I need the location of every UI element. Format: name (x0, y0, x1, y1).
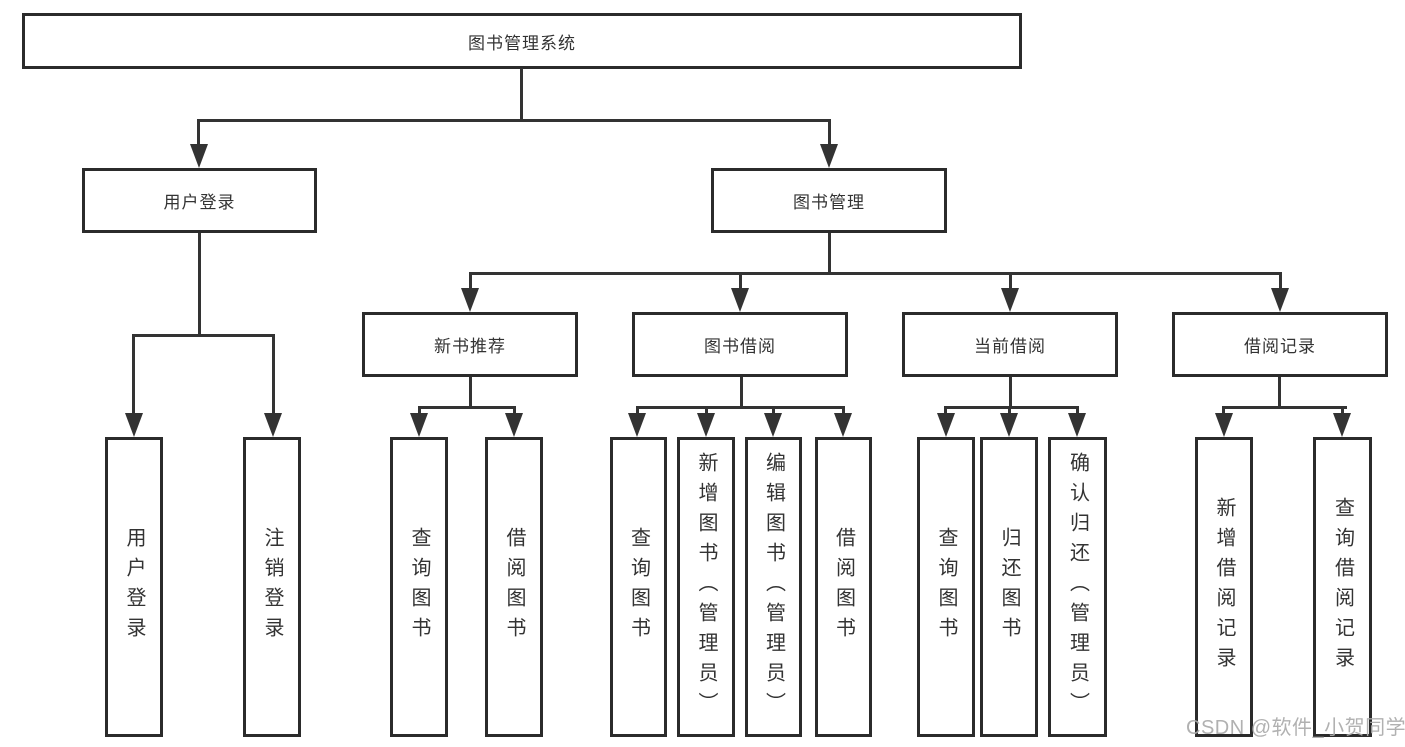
leaf-query-borrow-record: 查询借阅记录 (1313, 437, 1372, 737)
node-current-borrowing: 当前借阅 (902, 312, 1118, 377)
connector-line (513, 406, 516, 418)
connector-line (828, 119, 831, 147)
connector-line (132, 334, 275, 337)
arrow-down-icon (461, 288, 479, 312)
arrow-down-icon (264, 413, 282, 437)
node-borrowing-records: 借阅记录 (1172, 312, 1388, 377)
node-current-borrowing-label: 当前借阅 (974, 337, 1046, 356)
node-user-login: 用户登录 (82, 168, 317, 233)
leaf-add-books-admin: 新增图书（管理员） (677, 437, 735, 737)
connector-line (1009, 272, 1012, 292)
arrow-down-icon (834, 413, 852, 437)
connector-line (944, 406, 947, 418)
leaf-borrow-books-2: 借阅图书 (815, 437, 872, 737)
leaf-query-books-3-label: 查询图书 (935, 527, 957, 647)
csdn-watermark: CSDN @软件_小贺同学 (1186, 717, 1405, 739)
leaf-borrow-books-1: 借阅图书 (485, 437, 543, 737)
connector-line (469, 272, 472, 292)
arrow-down-icon (937, 413, 955, 437)
connector-line (636, 406, 639, 418)
connector-line (636, 406, 845, 409)
connector-line (418, 406, 421, 418)
arrow-down-icon (731, 288, 749, 312)
connector-line (198, 233, 201, 337)
connector-line (1076, 406, 1079, 418)
arrow-down-icon (697, 413, 715, 437)
leaf-user-login: 用户登录 (105, 437, 163, 737)
connector-line (842, 406, 845, 418)
connector-line (705, 406, 708, 418)
connector-line (469, 377, 472, 409)
leaf-borrow-books-1-label: 借阅图书 (503, 527, 525, 647)
connector-line (1279, 272, 1282, 292)
arrow-down-icon (1333, 413, 1351, 437)
node-new-book-recommend: 新书推荐 (362, 312, 578, 377)
connector-line (1222, 406, 1225, 418)
arrow-down-icon (1068, 413, 1086, 437)
leaf-confirm-return-admin-label: 确认归还（管理员） (1066, 452, 1089, 722)
connector-line (197, 119, 200, 147)
node-user-login-label: 用户登录 (163, 193, 236, 212)
arrow-down-icon (1000, 413, 1018, 437)
connector-line (1009, 377, 1012, 409)
arrow-down-icon (1271, 288, 1289, 312)
leaf-return-books: 归还图书 (980, 437, 1038, 737)
arrow-down-icon (820, 144, 838, 168)
node-root: 图书管理系统 (22, 13, 1022, 69)
arrow-down-icon (764, 413, 782, 437)
connector-line (772, 406, 775, 418)
arrow-down-icon (505, 413, 523, 437)
arrow-down-icon (1215, 413, 1233, 437)
leaf-query-books-2: 查询图书 (610, 437, 667, 737)
node-book-borrowing: 图书借阅 (632, 312, 848, 377)
connector-line (418, 406, 516, 409)
leaf-return-books-label: 归还图书 (998, 527, 1020, 647)
node-book-borrowing-label: 图书借阅 (704, 337, 776, 356)
leaf-add-borrow-record: 新增借阅记录 (1195, 437, 1253, 737)
arrow-down-icon (1001, 288, 1019, 312)
node-book-management: 图书管理 (711, 168, 947, 233)
leaf-user-login-label: 用户登录 (123, 527, 145, 647)
node-borrowing-records-label: 借阅记录 (1244, 337, 1316, 356)
leaf-logout: 注销登录 (243, 437, 301, 737)
connector-line (132, 334, 135, 416)
leaf-query-books-1-label: 查询图书 (408, 527, 430, 647)
leaf-confirm-return-admin: 确认归还（管理员） (1048, 437, 1107, 737)
connector-line (944, 406, 1079, 409)
leaf-add-books-admin-label: 新增图书（管理员） (695, 452, 717, 722)
leaf-add-borrow-record-label: 新增借阅记录 (1213, 497, 1235, 677)
connector-line (1008, 406, 1011, 418)
leaf-query-books-2-label: 查询图书 (627, 527, 650, 647)
connector-line (520, 68, 523, 121)
node-root-label: 图书管理系统 (468, 33, 576, 53)
arrow-down-icon (410, 413, 428, 437)
connector-line (740, 377, 743, 409)
connector-line (1222, 406, 1347, 409)
connector-line (469, 272, 1282, 275)
leaf-edit-books-admin: 编辑图书（管理员） (745, 437, 802, 737)
leaf-query-books-3: 查询图书 (917, 437, 975, 737)
connector-line (739, 272, 742, 292)
leaf-query-books-1: 查询图书 (390, 437, 448, 737)
leaf-logout-label: 注销登录 (261, 527, 283, 647)
connector-line (197, 119, 831, 122)
node-new-book-recommend-label: 新书推荐 (434, 337, 506, 356)
connector-line (1341, 406, 1344, 418)
arrow-down-icon (125, 413, 143, 437)
connector-line (828, 233, 831, 275)
leaf-query-borrow-record-label: 查询借阅记录 (1331, 497, 1354, 677)
arrow-down-icon (628, 413, 646, 437)
node-book-management-label: 图书管理 (793, 193, 865, 212)
arrow-down-icon (190, 144, 208, 168)
connector-line (1278, 377, 1281, 409)
connector-line (272, 334, 275, 416)
leaf-edit-books-admin-label: 编辑图书（管理员） (762, 452, 785, 722)
leaf-borrow-books-2-label: 借阅图书 (832, 527, 855, 647)
